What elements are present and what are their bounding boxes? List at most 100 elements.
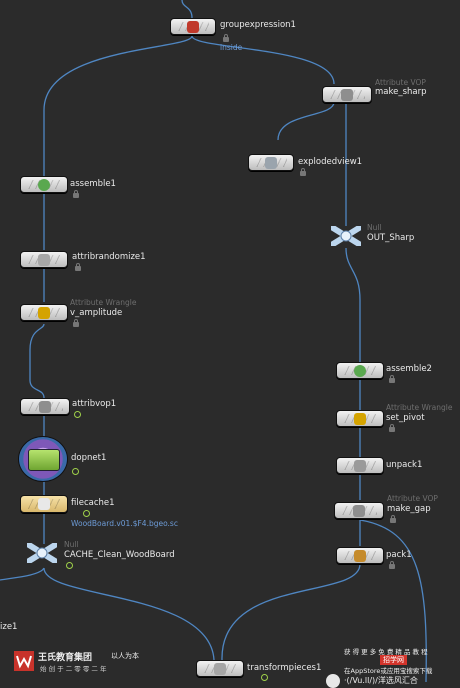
transformpieces-tile[interactable] [196, 660, 244, 677]
node-attribrandomize[interactable] [20, 249, 70, 269]
node-explodedview[interactable] [248, 152, 296, 171]
lock-icon [390, 515, 396, 523]
groupexpression-label: groupexpression1 [220, 20, 296, 30]
attribrandomize-tile[interactable] [20, 251, 68, 268]
lock-icon [73, 319, 79, 327]
node-input-dots [180, 12, 215, 27]
filecache-path: WoodBoard.v01.$F4.bgeo.sc [71, 519, 178, 528]
unpack-tile[interactable] [336, 457, 384, 474]
watermark-download-line: 在AppStore或应用宝搜索下载 [344, 667, 433, 675]
lock-icon [389, 424, 395, 432]
explode-icon [265, 156, 277, 169]
watermark-company: 王氏教育集团 [38, 653, 93, 663]
output-flag-icon [261, 674, 268, 681]
wire-top-input [181, 0, 193, 19]
lock-icon [389, 561, 395, 569]
pack-tile[interactable] [336, 547, 384, 564]
output-flag-icon [66, 562, 73, 569]
v-amplitude-tile[interactable] [20, 304, 68, 321]
output-flag-icon [74, 411, 81, 418]
assemble-icon [38, 178, 50, 191]
watermark-badge: 招学网 [380, 655, 407, 665]
make-sharp-type: Attribute VOP [375, 78, 426, 87]
company-logo [14, 651, 34, 671]
node-input-dots [344, 404, 372, 419]
node-unpack[interactable] [336, 456, 386, 474]
filecache-label: filecache1 [71, 498, 115, 508]
wire-label-inside: inside [220, 43, 243, 52]
node-out-sharp[interactable] [330, 225, 362, 247]
dopnet-label: dopnet1 [71, 453, 107, 463]
make-sharp-label: make_sharp [375, 87, 427, 97]
make-gap-label: make_gap [387, 504, 431, 514]
lock-icon [300, 168, 306, 176]
set-pivot-tile[interactable] [336, 410, 384, 427]
node-attribvop[interactable] [20, 392, 72, 416]
vop-icon [353, 504, 365, 517]
wrangle-icon [38, 306, 50, 319]
attribrandomize-label: attribrandomize1 [72, 252, 146, 262]
wire-make-gap-right [359, 519, 427, 682]
transform-icon [214, 662, 226, 675]
transformpieces-label: transformpieces1 [247, 663, 322, 673]
set-pivot-label: set_pivot [386, 413, 425, 423]
node-filecache[interactable] [20, 494, 70, 514]
vop-icon [39, 400, 51, 413]
pack-icon [354, 549, 366, 562]
watermark-slogan: 以人为本 [111, 652, 139, 660]
explodedview-tile[interactable] [248, 154, 294, 171]
watermark-sub: 始 创 于 二 零 零 二 年 [40, 665, 107, 673]
node-groupexpression[interactable] [170, 12, 230, 42]
offscreen-node-label: ize1 [0, 622, 18, 632]
unpack-label: unpack1 [386, 460, 423, 470]
node-transformpieces[interactable] [196, 654, 248, 677]
output-flag-icon [83, 510, 90, 517]
node-cache-clean[interactable] [26, 542, 58, 564]
make-sharp-tile[interactable] [322, 86, 372, 103]
lock-icon [73, 190, 79, 198]
assemble1-label: assemble1 [70, 179, 116, 189]
set-pivot-type: Attribute Wrangle [386, 403, 453, 412]
node-set-pivot[interactable] [336, 404, 386, 430]
make-gap-type: Attribute VOP [387, 494, 438, 503]
filecache-tile[interactable] [20, 495, 68, 513]
output-flag-icon [72, 468, 79, 475]
node-input-dots [342, 496, 370, 511]
watermark-bottom: ·(/Vu.ll/)/洋选风汇合 [344, 676, 418, 685]
cache-clean-type: Null [64, 540, 79, 549]
node-input-dots [332, 80, 360, 95]
wire-v-amplitude-attribvop [29, 323, 45, 399]
lock-icon [389, 375, 395, 383]
node-assemble2[interactable] [336, 360, 386, 380]
file-icon [38, 498, 50, 510]
randomize-icon [38, 253, 50, 266]
node-v-amplitude[interactable] [20, 298, 70, 324]
out-sharp-type: Null [367, 223, 382, 232]
assemble2-tile[interactable] [336, 362, 384, 379]
wire-out-sharp-assemble2 [345, 247, 361, 362]
v-amplitude-type: Attribute Wrangle [70, 298, 137, 307]
dopnet-icon [28, 449, 60, 471]
node-make-gap[interactable] [334, 496, 384, 522]
pack-label: pack1 [386, 550, 412, 560]
chat-bubble-icon [326, 674, 340, 688]
null-icon [330, 225, 362, 247]
w-logo-icon [16, 655, 32, 669]
lock-icon [75, 263, 81, 271]
v-amplitude-label: v_amplitude [70, 308, 123, 318]
wire-groupexpression-assemble1 [43, 35, 193, 176]
node-input-dots [28, 298, 56, 313]
assemble1-tile[interactable] [20, 176, 68, 193]
wire-cache-clean-transform [43, 567, 215, 661]
node-make-sharp[interactable] [322, 80, 372, 104]
node-dopnet[interactable] [18, 436, 68, 482]
node-input-dots [206, 654, 234, 669]
node-input-dots [30, 392, 58, 407]
make-gap-tile[interactable] [334, 502, 384, 519]
assemble2-label: assemble2 [386, 364, 432, 374]
node-assemble1[interactable] [20, 174, 70, 194]
unpack-icon [354, 459, 366, 472]
attribvop-tile[interactable] [20, 398, 70, 415]
groupexpression-tile[interactable] [170, 18, 216, 35]
node-pack[interactable] [336, 546, 386, 564]
